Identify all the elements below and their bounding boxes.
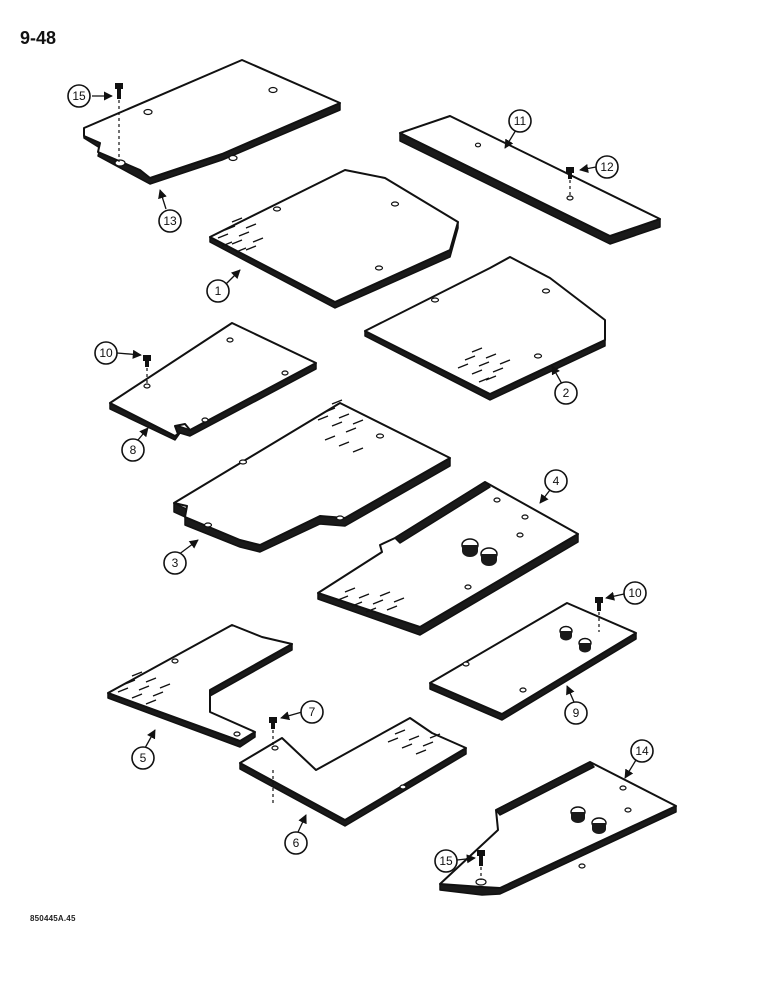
boss-icon (559, 625, 592, 653)
boss-icon (570, 806, 607, 834)
callout-15-bottom: 15 (434, 849, 458, 873)
plate-part-14 (439, 761, 677, 896)
bolt-icon (566, 167, 574, 196)
bolt-icon (269, 717, 277, 746)
svg-text:6: 6 (293, 836, 300, 850)
svg-text:3: 3 (172, 556, 179, 570)
plate-part-9 (429, 602, 637, 721)
callout-2: 2 (554, 381, 578, 405)
callout-7: 7 (300, 700, 324, 724)
callout-5: 5 (131, 746, 155, 770)
svg-text:12: 12 (600, 160, 614, 174)
bolt-icon (143, 355, 151, 384)
callout-12: 12 (595, 155, 619, 179)
figure-code: 850445A.45 (30, 914, 76, 923)
bolt-icon (115, 83, 123, 162)
boss-icon (461, 538, 498, 566)
svg-text:7: 7 (309, 705, 316, 719)
tread-plate-part-6 (239, 717, 467, 827)
svg-text:13: 13 (163, 214, 177, 228)
callout-15-top: 15 (67, 84, 91, 108)
svg-text:14: 14 (635, 744, 649, 758)
callout-9: 9 (564, 701, 588, 725)
plate-part-3 (173, 399, 451, 553)
callout-1: 1 (206, 279, 230, 303)
tread-plate-part-5 (107, 624, 293, 748)
svg-text:10: 10 (628, 586, 642, 600)
svg-text:9: 9 (573, 706, 580, 720)
plate-part-8 (109, 322, 317, 441)
plate-part-13 (83, 59, 341, 185)
svg-text:5: 5 (140, 751, 147, 765)
callout-4: 4 (544, 469, 568, 493)
svg-text:15: 15 (72, 89, 86, 103)
svg-text:10: 10 (99, 346, 113, 360)
callout-10-left: 10 (94, 341, 118, 365)
callout-8: 8 (121, 438, 145, 462)
callout-11: 11 (508, 109, 532, 133)
bolt-icon (477, 850, 485, 880)
bar-part-11 (399, 115, 661, 245)
callout-3: 3 (163, 551, 187, 575)
tread-plate-part-1 (209, 169, 459, 309)
svg-text:8: 8 (130, 443, 137, 457)
svg-text:4: 4 (553, 474, 560, 488)
plate-part-4 (317, 481, 579, 636)
svg-text:1: 1 (215, 284, 222, 298)
svg-text:11: 11 (514, 114, 527, 128)
bolt-icon (595, 597, 603, 632)
svg-text:2: 2 (563, 386, 570, 400)
callout-10-right: 10 (623, 581, 647, 605)
callout-6: 6 (284, 831, 308, 855)
callout-13: 13 (158, 209, 182, 233)
page-number: 9-48 (20, 28, 57, 48)
svg-text:15: 15 (439, 854, 453, 868)
callout-14: 14 (630, 739, 654, 763)
